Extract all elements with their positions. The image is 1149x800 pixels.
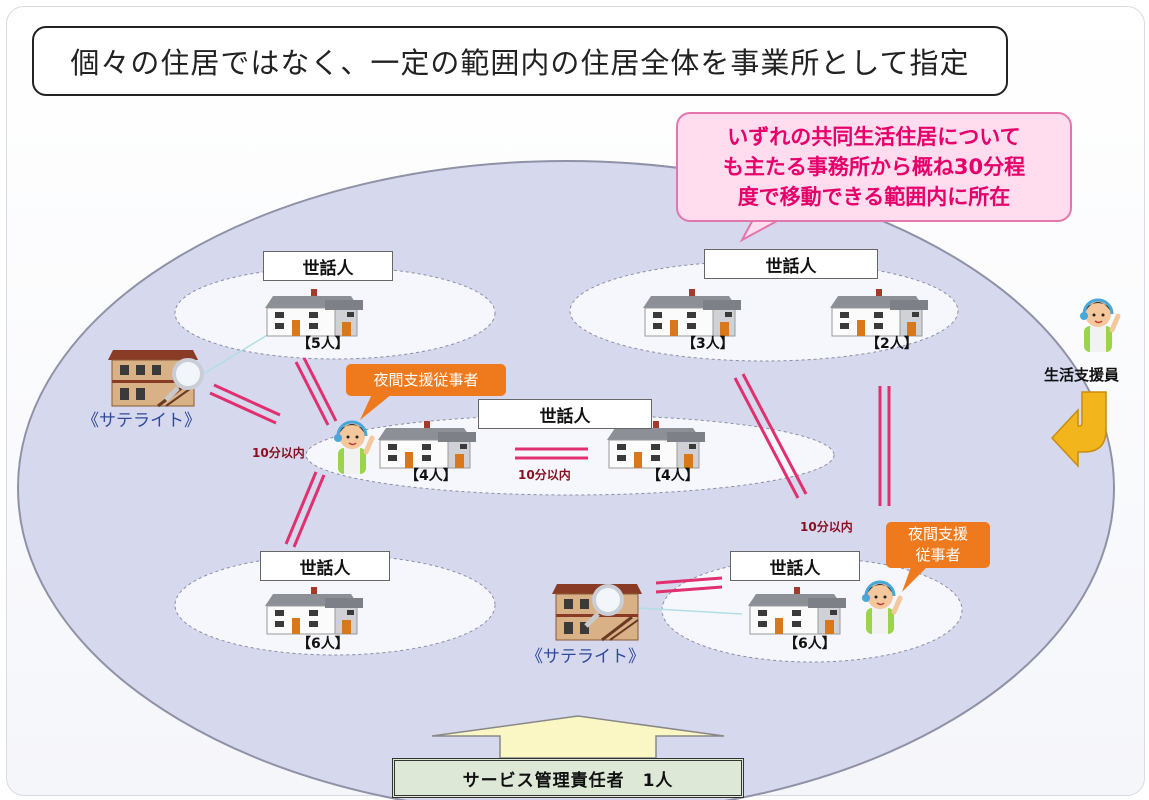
bubble-tail-left xyxy=(360,394,392,420)
capacity-label: 【6人】 xyxy=(297,636,349,652)
bubble-tail-right xyxy=(902,564,930,592)
capacity-label: 【4人】 xyxy=(647,468,699,484)
range-callout: いずれの共同生活住居について も主たる事務所から概ね30分程 度で移動できる範囲… xyxy=(676,112,1072,222)
night-support-bubble-left: 夜間支援従事者 xyxy=(346,364,506,396)
life-support-label: 生活支援員 xyxy=(1044,366,1120,384)
distance-label: 10分以内 xyxy=(518,468,571,482)
capacity-label: 【5人】 xyxy=(297,336,349,352)
house-icon xyxy=(829,288,929,337)
satellite-link-line-right xyxy=(637,607,743,615)
caretaker-label: 世話人 xyxy=(730,551,860,581)
link-sat-right-to-group xyxy=(655,576,723,594)
link-top-left-to-center xyxy=(294,357,338,426)
capacity-label: 【6人】 xyxy=(784,636,836,652)
house-icon xyxy=(377,420,477,469)
link-top-right-diagonal xyxy=(733,373,808,499)
link-top-right-vertical xyxy=(878,386,891,506)
capacity-label: 【3人】 xyxy=(682,336,734,352)
satellite-label: 《サテライト》 xyxy=(526,647,645,667)
satellite-label: 《サテライト》 xyxy=(82,411,201,431)
link-center-to-bottom-left xyxy=(284,471,326,548)
house-icon xyxy=(747,586,847,635)
house-icon xyxy=(264,288,364,337)
distance-label: 10分以内 xyxy=(800,520,853,534)
page-title: 個々の住居ではなく、一定の範囲内の住居全体を事業所として指定 xyxy=(32,26,1008,96)
support-person-icon xyxy=(1080,300,1118,352)
u-turn-arrow-icon xyxy=(1050,391,1107,468)
caretaker-label: 世話人 xyxy=(263,251,393,281)
house-icon xyxy=(642,288,742,337)
distance-label: 10分以内 xyxy=(252,446,305,460)
caretaker-label: 世話人 xyxy=(478,399,652,429)
manager-box: サービス管理責任者 1人 xyxy=(392,758,744,798)
caretaker-label: 世話人 xyxy=(260,551,390,581)
capacity-label: 【4人】 xyxy=(405,468,457,484)
house-icon xyxy=(264,586,364,635)
caretaker-label: 世話人 xyxy=(704,249,878,279)
capacity-label: 【2人】 xyxy=(866,336,918,352)
link-center-houses xyxy=(515,447,588,460)
link-sat-left-to-center xyxy=(209,383,281,425)
night-support-bubble-right: 夜間支援 従事者 xyxy=(886,522,990,568)
